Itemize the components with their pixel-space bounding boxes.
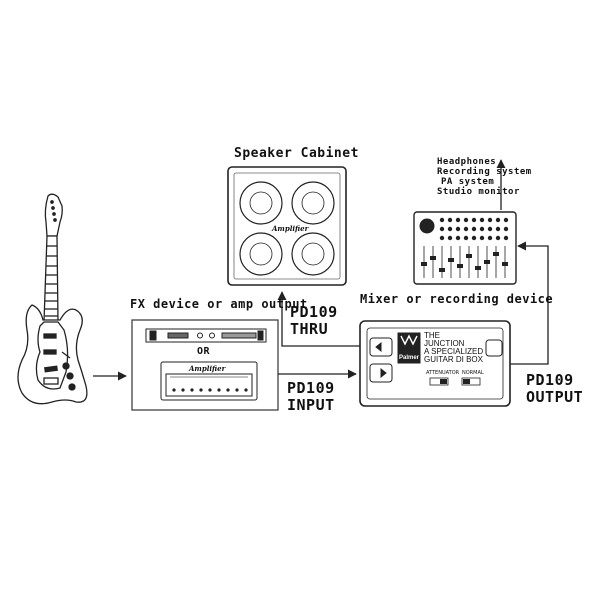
cabinet-brand: Amplifier bbox=[272, 224, 309, 233]
output-label: PD109 OUTPUT bbox=[526, 372, 583, 406]
thru-arrow bbox=[277, 291, 360, 347]
mixer-icon bbox=[413, 211, 517, 285]
fx-device-box bbox=[131, 319, 279, 411]
palmer-brand: Palmer bbox=[399, 355, 420, 361]
rack-effect-unit-icon bbox=[145, 328, 267, 343]
junction-title-line: THE bbox=[424, 331, 440, 340]
thru-model: PD109 bbox=[290, 303, 338, 321]
speaker-cabinet-label: Speaker Cabinet bbox=[234, 146, 359, 161]
destination-item: PA system bbox=[441, 177, 495, 187]
thru-label: PD109 THRU bbox=[290, 304, 338, 338]
destinations-list: Headphones Recording system PA system St… bbox=[437, 157, 532, 197]
amp-brand: Amplifier bbox=[189, 364, 226, 373]
junction-title: THE JUNCTION A SPECIALIZED GUITAR DI BOX bbox=[424, 332, 483, 364]
output-model: PD109 bbox=[526, 371, 574, 389]
attenuator-switch[interactable] bbox=[429, 377, 449, 386]
or-label: OR bbox=[197, 346, 211, 357]
input-text: INPUT bbox=[287, 396, 335, 414]
junction-subtitle-line: A SPECIALIZED bbox=[424, 347, 484, 356]
input-label: PD109 INPUT bbox=[287, 380, 335, 414]
mixer-label: Mixer or recording device bbox=[360, 292, 554, 306]
normal-label: NORMAL bbox=[462, 370, 484, 376]
input-jack-icon bbox=[369, 337, 393, 383]
destination-item: Studio monitor bbox=[437, 187, 520, 197]
normal-switch[interactable] bbox=[461, 377, 481, 386]
electric-guitar-icon bbox=[17, 193, 88, 405]
junction-di-box bbox=[359, 320, 511, 407]
junction-subtitle-line: GUITAR DI BOX bbox=[424, 355, 483, 364]
output-text: OUTPUT bbox=[526, 388, 584, 406]
output-arrow bbox=[510, 241, 549, 365]
destination-item: Recording system bbox=[437, 167, 532, 177]
thru-text: THRU bbox=[290, 320, 329, 338]
attenuator-label: ATTENUATOR bbox=[426, 370, 460, 376]
fx-device-label: FX device or amp output bbox=[130, 297, 308, 311]
amp-head-icon bbox=[160, 361, 258, 401]
output-jack-icon bbox=[485, 339, 503, 357]
input-model: PD109 bbox=[287, 379, 335, 397]
speaker-cabinet-icon bbox=[227, 166, 347, 286]
destination-item: Headphones bbox=[437, 157, 497, 167]
junction-title-line: JUNCTION bbox=[424, 339, 465, 348]
palmer-logo-icon bbox=[397, 332, 421, 356]
